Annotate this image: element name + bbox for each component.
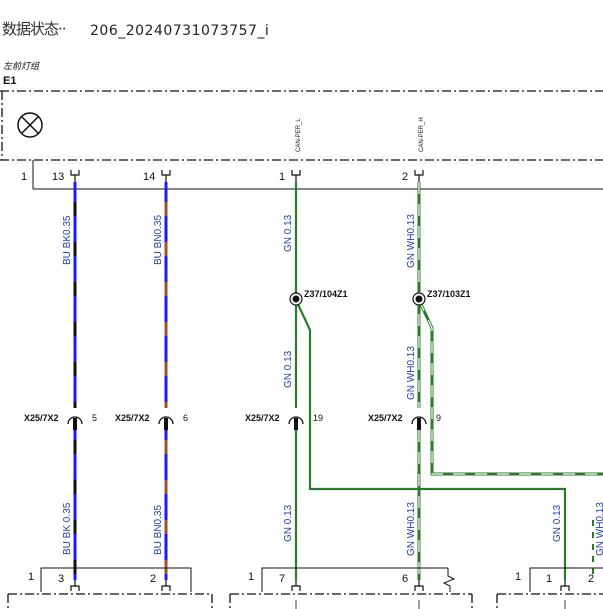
inline-connector-pin-19: X25/7X2 19 <box>245 413 323 430</box>
wire-labels: BU BK0.35 BU BN0.35 GN 0.13 GN WH0.13 GN… <box>62 214 603 556</box>
inline-connector-pin: 9 <box>436 413 441 423</box>
header: 数据状态·· 206_20240731073757_i <box>0 0 603 50</box>
wire-label-w3-bot: GN 0.13 <box>283 504 294 542</box>
status-label: 数据状态·· <box>2 18 67 39</box>
wire-label-w3-mid: GN 0.13 <box>283 350 294 388</box>
inline-connector-pin: 19 <box>313 413 323 423</box>
wire-label-w2-top: BU BN0.35 <box>153 215 164 265</box>
top-pin-symbol-13 <box>70 170 80 182</box>
splice-label: Z37/103Z1 <box>427 289 471 299</box>
inline-connector-pin: 6 <box>183 413 188 423</box>
wire-label-w4-bot: GN WH0.13 <box>406 502 417 556</box>
inline-connector-label: X25/7X2 <box>245 413 280 423</box>
inline-connector-pin-6: X25/7X2 6 <box>115 413 188 430</box>
bottom-pin-symbol <box>414 580 424 591</box>
wire-label-w1-top: BU BK0.35 <box>62 215 73 265</box>
bottom-pin: 2 <box>150 573 156 585</box>
signal-label-can-per-h: CAN-PER_H <box>419 117 425 152</box>
bottom-row-number: 1 <box>248 571 254 583</box>
lamp-icon <box>17 112 43 138</box>
component-id: E1 <box>3 75 17 87</box>
top-connector-strip: 1 13 14 1 2 <box>21 160 603 190</box>
inline-connector-label: X25/7X2 <box>368 413 403 423</box>
splice-z37-103z1: Z37/103Z1 <box>412 289 471 306</box>
inline-connector-pin-5: X25/7X2 5 <box>24 413 97 430</box>
bottom-pin-symbol <box>291 580 301 591</box>
wire-label-w1-bot: BU BK 0.35 <box>62 502 73 555</box>
bottom-pin: 2 <box>588 573 594 585</box>
bottom-row-number: 1 <box>515 571 521 583</box>
top-pin-13: 13 <box>52 171 64 183</box>
inline-connector-label: X25/7X2 <box>115 413 150 423</box>
wire-label-w4-mid: GN WH0.13 <box>406 346 417 400</box>
bottom-pin: 1 <box>546 573 552 585</box>
bottom-connector-block-b: 1 7 6 <box>229 567 473 609</box>
wire-label-w6-bot: GN WH0.13 <box>595 502 603 556</box>
status-label-dots: ·· <box>58 20 66 38</box>
wire-label-w5-bot: GN 0.13 <box>552 504 563 542</box>
splice-label: Z37/104Z1 <box>304 289 348 299</box>
wire-label-w2-bot: BU BN0.35 <box>153 505 164 555</box>
top-pin-symbol-1 <box>291 170 301 182</box>
bottom-pin-symbol <box>560 580 570 591</box>
bottom-row-number: 1 <box>28 571 34 583</box>
bottom-pin: 7 <box>279 573 285 585</box>
bottom-connector-block-a: 1 3 2 <box>7 567 213 609</box>
component-name: 左前灯组 <box>3 62 40 72</box>
wire-gn-wh <box>417 182 603 580</box>
file-id: 206_20240731073757_i <box>90 23 270 39</box>
bottom-connector-block-c: 1 1 2 <box>496 567 603 609</box>
top-row-number: 1 <box>21 171 27 183</box>
top-pin-symbol-2 <box>414 170 424 182</box>
bottom-pin: 3 <box>58 573 64 585</box>
inline-connector-label: X25/7X2 <box>24 413 59 423</box>
top-pin-1: 1 <box>279 171 285 183</box>
bottom-pin-symbol <box>161 580 171 591</box>
inline-connector-pin-9: X25/7X2 9 <box>368 413 441 430</box>
wire-label-w4-top: GN WH0.13 <box>406 214 417 268</box>
top-pin-2: 2 <box>402 171 408 183</box>
inline-connector-pin: 5 <box>92 413 97 423</box>
top-pin-14: 14 <box>143 171 155 183</box>
signal-label-can-per-l: CAN-PER_L <box>296 118 302 152</box>
bottom-pin: 6 <box>402 573 408 585</box>
component-box-e1 <box>0 90 603 161</box>
wire-label-w3-top: GN 0.13 <box>283 214 294 252</box>
status-label-text: 数据状态 <box>2 20 59 38</box>
top-pin-symbol-14 <box>161 170 171 182</box>
splice-z37-104z1: Z37/104Z1 <box>289 289 348 306</box>
bottom-pin-symbol <box>70 580 80 591</box>
